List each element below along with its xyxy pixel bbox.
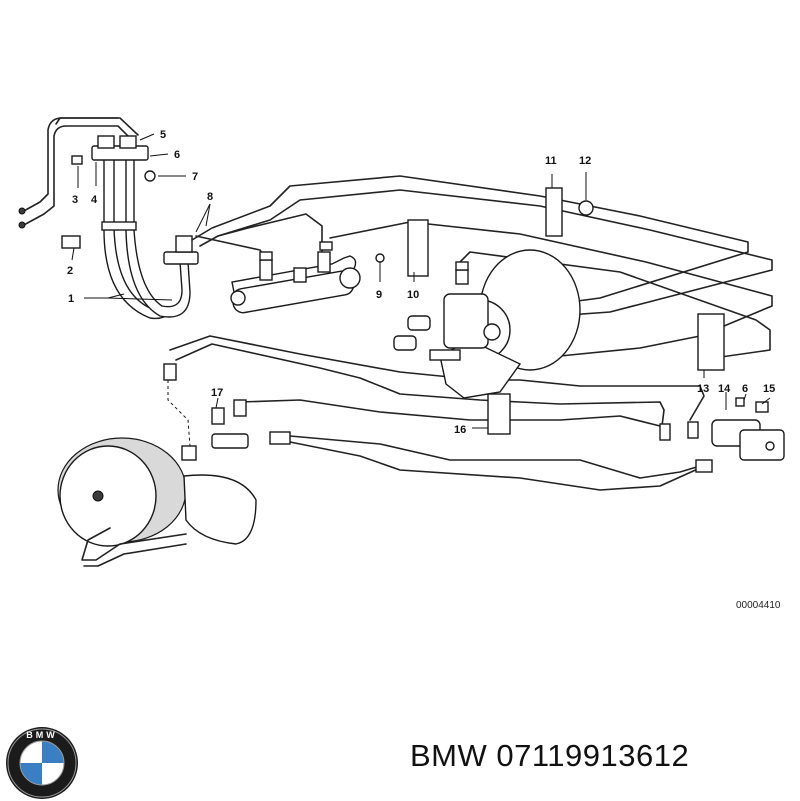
- callouts: 1 2 3 4 5 6 7 8 9 10 11 12 13 14 6 15 16…: [67, 129, 781, 611]
- callout-10: 10: [407, 289, 419, 301]
- callout-14: 14: [718, 383, 731, 395]
- callout-4: 4: [91, 194, 98, 206]
- logo-lettering: BMW: [26, 730, 58, 740]
- callout-5: 5: [160, 129, 166, 141]
- callout-17: 17: [211, 387, 223, 399]
- callout-6: 6: [174, 149, 180, 161]
- callout-15: 15: [763, 383, 775, 395]
- callout-8: 8: [207, 191, 213, 203]
- bmw-logo-icon: BMW: [6, 727, 78, 799]
- pipe-clips: [407, 187, 725, 435]
- brand-name: BMW: [410, 738, 488, 773]
- callout-11: 11: [545, 155, 557, 167]
- callout-9: 9: [376, 289, 382, 301]
- callout-6b: 6: [742, 383, 748, 395]
- callout-13: 13: [697, 383, 709, 395]
- part-title: BMW 07119913612: [410, 738, 689, 774]
- pressure-regulator: [711, 397, 785, 461]
- master-cylinder: [230, 251, 361, 314]
- callout-16: 16: [454, 424, 466, 436]
- callout-3: 3: [72, 194, 78, 206]
- callout-1: 1: [68, 293, 74, 305]
- brake-pipe-network: [169, 175, 773, 491]
- leader-lines: [71, 133, 771, 447]
- part-number: 07119913612: [496, 738, 690, 773]
- drawing-code: 00004410: [736, 600, 781, 611]
- callout-7: 7: [192, 171, 198, 183]
- vacuum-servo: [57, 431, 291, 567]
- fittings: [163, 241, 713, 473]
- brake-hose-assembly: [18, 117, 199, 320]
- callout-12: 12: [579, 155, 591, 167]
- brake-booster: [393, 249, 581, 399]
- callout-2: 2: [67, 265, 73, 277]
